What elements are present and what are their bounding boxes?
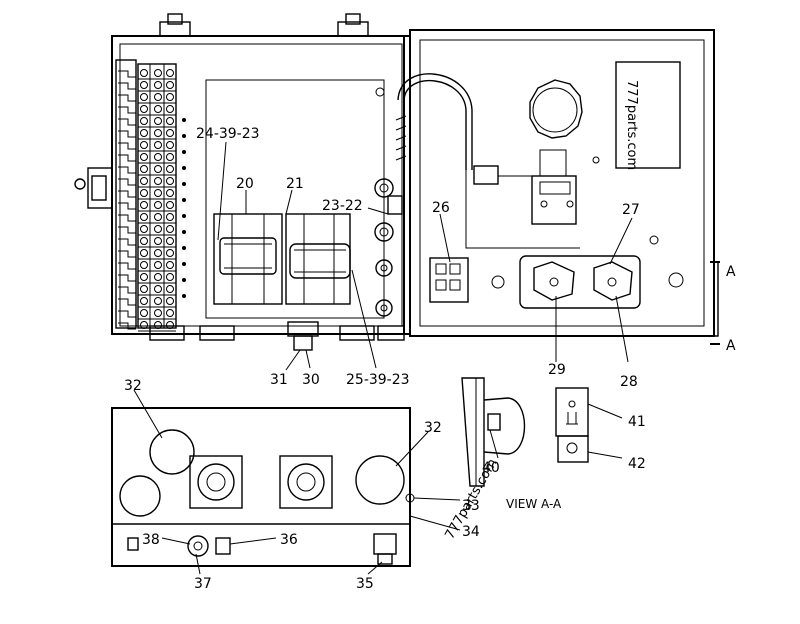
- callout-33: 33: [462, 498, 480, 514]
- callout-31: 31: [270, 372, 288, 388]
- wall-fittings: [374, 87, 407, 317]
- callout-28: 28: [620, 374, 638, 390]
- callout-20: 20: [236, 176, 254, 192]
- callout-30: 30: [302, 372, 320, 388]
- transformer-20: [213, 213, 283, 305]
- callout-37: 37: [194, 576, 212, 592]
- callout-21: 21: [286, 176, 304, 192]
- watermark-panel: 777parts.com: [624, 80, 639, 170]
- callout-27: 27: [622, 202, 640, 218]
- callout-32-right: 32: [424, 420, 442, 436]
- enclosure-door: [397, 29, 720, 345]
- leader-lines: [133, 141, 633, 575]
- callout-38: 38: [142, 532, 160, 548]
- terminal-strip: [115, 59, 186, 332]
- callout-24-39-23: 24-39-23: [196, 126, 260, 142]
- callout-35: 35: [356, 576, 374, 592]
- view-marker-a-bottom: A: [726, 338, 736, 354]
- callout-34: 34: [462, 524, 480, 540]
- callout-36: 36: [280, 532, 298, 548]
- view-a-a-detail: [461, 377, 526, 487]
- callout-29: 29: [548, 362, 566, 378]
- callout-26: 26: [432, 200, 450, 216]
- view-detail-bracket: [555, 387, 589, 463]
- callout-32-left: 32: [124, 378, 142, 394]
- callout-40: 40: [482, 460, 500, 476]
- transformer-21: [285, 213, 351, 305]
- view-marker-a-top: A: [726, 264, 736, 280]
- callout-23-22: 23-22: [322, 198, 363, 214]
- callout-25-39-23: 25-39-23: [346, 372, 410, 388]
- view-a-a-caption: VIEW A-A: [506, 497, 562, 511]
- callout-41: 41: [628, 414, 646, 430]
- callout-labels: 24-39-23 20 21 23-22 26 27 29 28 31 30 2…: [124, 126, 736, 592]
- bottom-view-enclosure: [111, 407, 415, 567]
- callout-42: 42: [628, 456, 646, 472]
